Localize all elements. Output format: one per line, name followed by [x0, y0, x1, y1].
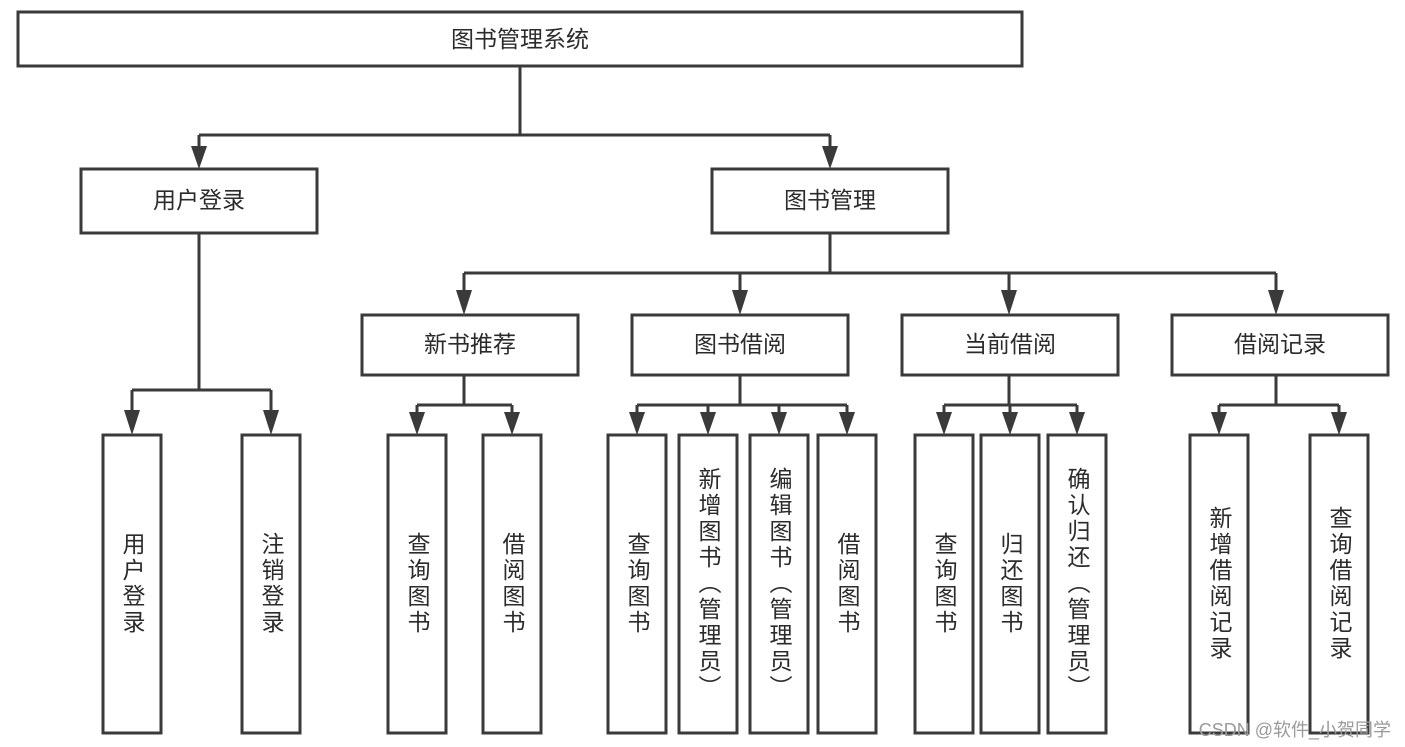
arrow-head-user-login — [191, 146, 207, 169]
node-user-login[interactable]: 用户登录 — [79, 167, 319, 235]
node-leaf-add-book-label: 新增图书（管理员） — [695, 467, 722, 701]
node-leaf-return-book-box[interactable] — [979, 433, 1041, 735]
arrow-head-leaf-borrow-book — [839, 412, 855, 435]
node-current-borrow-label: 当前借阅 — [964, 331, 1056, 357]
node-leaf-query-book-cur-label: 查询图书 — [931, 532, 958, 636]
arrow-head-book-borrow — [732, 290, 748, 315]
node-leaf-confirm-return[interactable]: 确认归还（管理员） — [1046, 433, 1108, 735]
node-current-borrow-box[interactable] — [900, 313, 1120, 377]
arrow-head-leaf-user-logout — [263, 410, 279, 435]
node-leaf-return-book[interactable]: 归还图书 — [979, 433, 1041, 735]
arrow-head-current-borrow — [1001, 290, 1017, 315]
node-current-borrow[interactable]: 当前借阅 — [900, 313, 1120, 377]
arrow-head-leaf-query-borrow-record — [1331, 412, 1347, 435]
arrow-head-leaf-user-login — [124, 410, 140, 435]
node-leaf-borrow-book-label: 借阅图书 — [834, 532, 861, 636]
node-root-label: 图书管理系统 — [451, 26, 589, 52]
node-leaf-query-book-borrow-label: 查询图书 — [624, 532, 651, 636]
node-leaf-user-login-box[interactable] — [101, 433, 163, 735]
node-leaf-add-borrow-record-box[interactable] — [1188, 433, 1250, 735]
node-new-book-recommend-box[interactable] — [360, 313, 580, 377]
arrow-head-leaf-query-book-borrow — [629, 412, 645, 435]
node-leaf-borrow-book-box[interactable] — [816, 433, 878, 735]
arrow-head-leaf-add-borrow-record — [1211, 412, 1227, 435]
arrow-head-leaf-add-book — [700, 412, 716, 435]
node-leaf-return-book-label: 归还图书 — [997, 532, 1024, 636]
arrow-head-leaf-borrow-book-rec — [504, 412, 520, 435]
node-book-manage[interactable]: 图书管理 — [710, 167, 950, 235]
node-leaf-confirm-return-box[interactable] — [1046, 433, 1108, 735]
arrow-head-leaf-confirm-return — [1069, 412, 1085, 435]
node-new-book-recommend[interactable]: 新书推荐 — [360, 313, 580, 377]
node-borrow-record[interactable]: 借阅记录 — [1170, 313, 1390, 377]
connector-group-book-borrow — [629, 375, 855, 435]
node-leaf-edit-book-label: 编辑图书（管理员） — [766, 467, 793, 701]
node-leaf-add-book[interactable]: 新增图书（管理员） — [677, 433, 739, 735]
node-user-login-label: 用户登录 — [153, 187, 245, 213]
node-leaf-user-logout-label: 注销登录 — [258, 532, 285, 636]
node-leaf-confirm-return-label: 确认归还（管理员） — [1064, 467, 1091, 701]
node-leaf-user-login[interactable]: 用户登录 — [101, 433, 163, 735]
connector-group-current-borrow — [936, 375, 1085, 435]
node-leaf-user-logout-box[interactable] — [240, 433, 302, 735]
arrow-head-new-book-recommend — [456, 290, 472, 315]
arrow-head-book-manage — [822, 146, 838, 169]
connector-group-book-manage — [456, 233, 1284, 315]
node-leaf-query-book-rec[interactable]: 查询图书 — [386, 433, 448, 735]
node-root[interactable]: 图书管理系统 — [16, 10, 1024, 68]
node-leaf-query-borrow-record-label: 查询借阅记录 — [1326, 506, 1353, 662]
node-user-login-box[interactable] — [79, 167, 319, 235]
node-leaf-query-book-cur-box[interactable] — [913, 433, 975, 735]
arrow-head-leaf-return-book — [1002, 412, 1018, 435]
node-borrow-record-label: 借阅记录 — [1234, 331, 1326, 357]
node-leaf-query-book-cur[interactable]: 查询图书 — [913, 433, 975, 735]
node-leaf-query-book-borrow[interactable]: 查询图书 — [606, 433, 668, 735]
node-root-box[interactable] — [16, 10, 1024, 68]
arrow-head-leaf-query-book-cur — [936, 412, 952, 435]
connector-group-new-book-recommend — [409, 375, 520, 435]
node-leaf-query-borrow-record-box[interactable] — [1308, 433, 1370, 735]
node-leaf-borrow-book-rec-box[interactable] — [481, 433, 543, 735]
watermark: CSDN @软件_小贺同学 — [1198, 720, 1391, 740]
node-book-manage-box[interactable] — [710, 167, 950, 235]
node-leaf-user-login-label: 用户登录 — [119, 532, 146, 636]
arrow-head-leaf-edit-book — [771, 412, 787, 435]
node-new-book-recommend-label: 新书推荐 — [424, 331, 516, 357]
node-leaf-user-logout[interactable]: 注销登录 — [240, 433, 302, 735]
connector-group-borrow-record — [1211, 375, 1347, 435]
node-leaf-query-book-rec-box[interactable] — [386, 433, 448, 735]
node-leaf-add-borrow-record[interactable]: 新增借阅记录 — [1188, 433, 1250, 735]
node-borrow-record-box[interactable] — [1170, 313, 1390, 377]
node-book-borrow-label: 图书借阅 — [694, 331, 786, 357]
node-leaf-add-book-box[interactable] — [677, 433, 739, 735]
arrow-head-leaf-query-book-rec — [409, 412, 425, 435]
node-book-borrow[interactable]: 图书借阅 — [630, 313, 850, 377]
node-leaf-edit-book-box[interactable] — [748, 433, 810, 735]
connector-group-user-login — [124, 233, 279, 435]
node-leaf-query-book-rec-label: 查询图书 — [404, 532, 431, 636]
node-leaf-borrow-book-rec[interactable]: 借阅图书 — [481, 433, 543, 735]
node-book-borrow-box[interactable] — [630, 313, 850, 377]
node-leaf-query-borrow-record[interactable]: 查询借阅记录 — [1308, 433, 1370, 735]
node-leaf-borrow-book-rec-label: 借阅图书 — [499, 532, 526, 636]
node-leaf-add-borrow-record-label: 新增借阅记录 — [1206, 506, 1233, 662]
node-leaf-query-book-borrow-box[interactable] — [606, 433, 668, 735]
node-leaf-borrow-book[interactable]: 借阅图书 — [816, 433, 878, 735]
node-book-manage-label: 图书管理 — [784, 187, 876, 213]
arrow-head-borrow-record — [1268, 290, 1284, 315]
connector-group-root — [191, 66, 838, 169]
node-leaf-edit-book[interactable]: 编辑图书（管理员） — [748, 433, 810, 735]
